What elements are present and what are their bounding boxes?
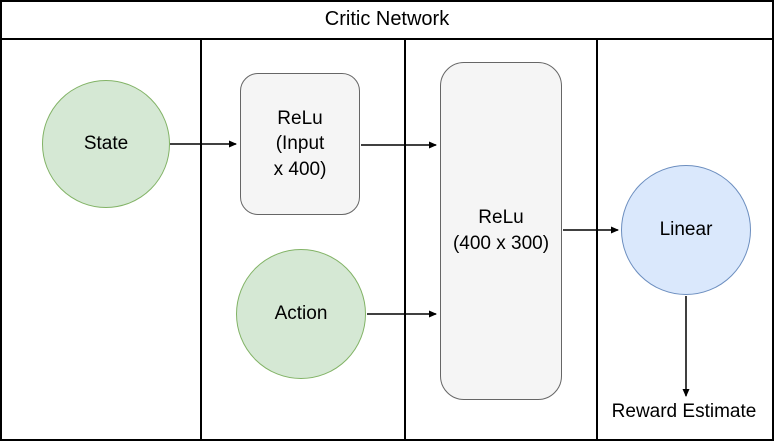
node-action-label: Action [274,303,328,325]
node-relu-input-label: ReLu (Input x 400) [273,107,327,180]
diagram-title-bar: Critic Network [0,0,774,40]
node-linear-label: Linear [659,219,713,241]
column-divider-1 [200,40,202,441]
reward-estimate-label: Reward Estimate [611,401,757,422]
column-divider-3 [596,40,598,441]
node-relu-input: ReLu (Input x 400) [240,73,360,215]
node-action: Action [236,249,366,379]
node-state: State [42,80,170,208]
node-relu-hidden-label: ReLu (400 x 300) [452,207,550,254]
node-linear: Linear [621,165,751,295]
node-state-label: State [83,133,129,155]
node-relu-hidden: ReLu (400 x 300) [440,62,562,400]
column-divider-2 [404,40,406,441]
diagram-title: Critic Network [324,7,450,30]
